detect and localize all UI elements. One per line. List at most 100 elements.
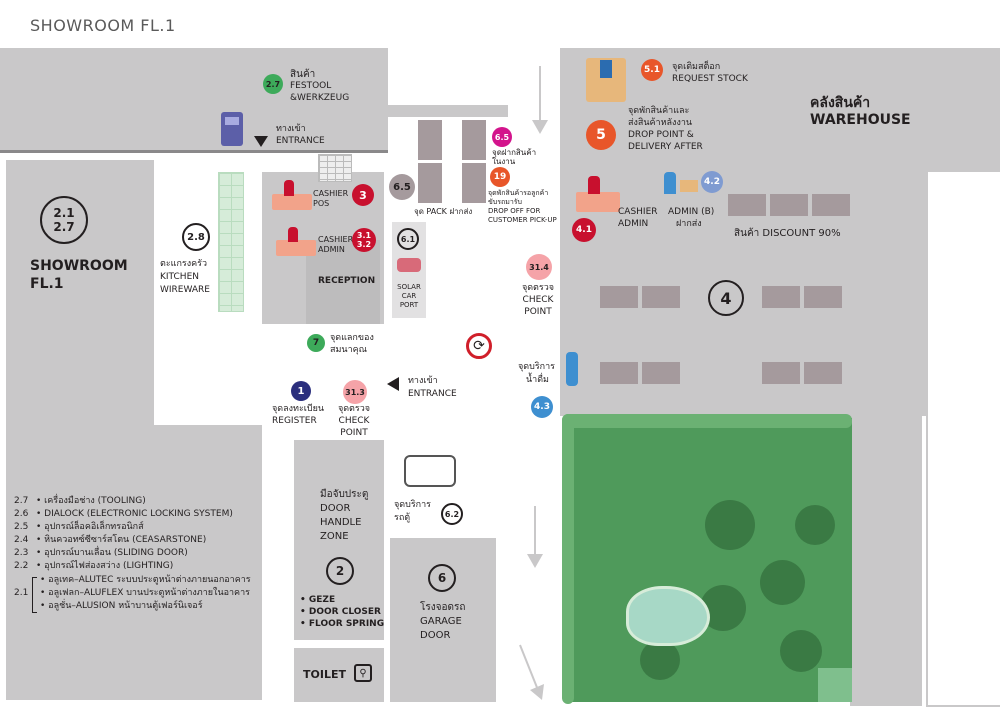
badge-6-5-dropoff: 6.5 (492, 127, 512, 147)
kitchen-rack (218, 172, 244, 312)
register-en: REGISTER (272, 416, 317, 426)
badge-1: 1 (291, 381, 311, 401)
legend-text: • DIALOCK (ELECTRONIC LOCKING SYSTEM) (36, 509, 233, 519)
showroom-name-1: SHOWROOM (30, 258, 128, 274)
cashier-admin-badge-text: 3.1 3.2 (356, 231, 372, 249)
garden-tree (705, 500, 755, 550)
entrance-top-th: ทางเข้า (276, 124, 306, 134)
van-th2: รถตู้ (394, 513, 411, 523)
legend-item: 2.3• อุปกรณ์บานเลื่อน (SLIDING DOOR) (14, 548, 188, 559)
entrance-mid-en: ENTRANCE (408, 389, 457, 399)
legend-text: • อุปกรณ์ล็อคอิเล็กทรอนิกส์ (36, 522, 144, 532)
cashier-pos-en2: POS (313, 199, 330, 208)
legend-group-item: • อลูเทค–ALUTEC ระบบประตูหน้าต่างภายนอกอ… (40, 575, 251, 585)
garden-tree (640, 640, 680, 680)
toilet-icon: ⚲ (354, 664, 372, 682)
legend-code: 2.6 (14, 509, 29, 519)
discount-slot (812, 194, 850, 216)
festool-en2: &WERKZEUG (290, 93, 350, 103)
van-th1: จุดบริการ (394, 500, 432, 510)
toilet-block (294, 648, 384, 702)
request-stock-en: REQUEST STOCK (672, 74, 748, 84)
festool-en1: FESTOOL (290, 81, 332, 91)
cashier-pos-icon (272, 194, 312, 210)
hedge-top (562, 414, 852, 428)
drop-point-th2: ส่งสินค้าหลังงาน (628, 118, 693, 128)
door-handle-en3: ZONE (320, 531, 349, 542)
cashier-person-icon (284, 180, 294, 196)
warehouse-en: WAREHOUSE (810, 112, 911, 128)
parking-slot (600, 286, 638, 308)
shelf-icon (318, 154, 352, 182)
checkpoint-right-en2: POINT (524, 307, 552, 317)
door-handle-zone (294, 440, 384, 640)
drop-point-en1: DROP POINT & (628, 130, 694, 140)
pack-slot (418, 120, 442, 160)
register-th: จุดลงทะเบียน (272, 404, 325, 414)
admin-b-th: ฝากส่ง (676, 219, 702, 229)
badge-2: 2 (326, 557, 354, 585)
checkpoint-right-th: จุดตรวจ (521, 283, 555, 293)
badge-6-5-pack: 6.5 (389, 174, 415, 200)
dropoff-pickup-en1: DROP OFF FOR (488, 207, 541, 215)
checkpoint-right-en1: CHECK (522, 295, 554, 305)
dropoff-work-th2: ในงาน (492, 157, 516, 166)
entrance-line (0, 150, 388, 153)
cashier-admin-wh-icon (576, 192, 620, 212)
legend-item: 2.4• หินควอทซ์ซีซาร์สโตน (CEASARSTONE) (14, 535, 206, 546)
showroom-codes: 2.1 2.7 (53, 206, 75, 234)
showroom-floor (6, 160, 154, 700)
checkpoint-left-en1: CHECK (338, 416, 370, 426)
entrance-mid-arrow-icon (387, 377, 399, 391)
entrance-arrow-icon (254, 136, 268, 147)
roundabout-icon: ⟳ (466, 333, 492, 359)
warehouse-right-strip (850, 416, 922, 706)
cashier-pos-en1: CASHIER (313, 189, 349, 198)
door-item: • DOOR CLOSER (300, 607, 381, 617)
cashier-wh-person-icon (588, 176, 600, 194)
badge-2-8: 2.8 (182, 223, 210, 251)
badge-6: 6 (428, 564, 456, 592)
garage-en2: DOOR (420, 630, 451, 641)
garage-en1: GARAGE (420, 616, 462, 627)
legend-code: 2.7 (14, 496, 29, 506)
badge-4-1: 4.1 (572, 218, 596, 242)
parking-slot (804, 286, 842, 308)
pack-label: จุด PACK ฝากส่ง (414, 207, 473, 216)
hedge-left (562, 414, 574, 704)
kitchen-en2: WIREWARE (160, 285, 210, 295)
parking-slot (804, 362, 842, 384)
door-item: • FLOOR SPRING (300, 619, 385, 629)
kitchen-th: ตะแกรงครัว (160, 259, 208, 269)
building-top-left (0, 48, 388, 150)
pack-slot (462, 120, 486, 160)
dropoff-pickup-en2: CUSTOMER PICK-UP (488, 216, 557, 224)
badge-4-2: 4.2 (701, 171, 723, 193)
legend-group-item: • อลูชั่น–ALUSION หน้าบานตู้เฟอร์นิเจอร์ (40, 601, 203, 611)
door-handle-en1: DOOR (320, 503, 351, 514)
badge-7: 7 (307, 334, 325, 352)
entrance-mid-th: ทางเข้า (408, 376, 438, 386)
parking-slot (642, 362, 680, 384)
badge-2-7: 2.7 (263, 74, 283, 94)
legend-bracket (32, 577, 37, 613)
legend-text: • เครื่องมือช่าง (TOOLING) (36, 496, 146, 506)
cashier-admin-person-icon (288, 227, 298, 242)
legend-code: 2.5 (14, 522, 29, 532)
door-item: • GEZE (300, 595, 336, 605)
badge-31-4: 31.4 (526, 254, 552, 280)
pack-slot (418, 163, 442, 203)
legend-text: • หินควอทซ์ซีซาร์สโตน (CEASARSTONE) (36, 535, 207, 545)
badge-4: 4 (708, 280, 744, 316)
badge-5-1: 5.1 (641, 59, 663, 81)
garden-corner (818, 668, 852, 702)
car-icon (397, 258, 421, 272)
dropoff-pickup-th2: ขับรถมารับ (488, 198, 522, 206)
legend-group-code: 2.1 (14, 588, 29, 598)
solar-en1: SOLAR (397, 283, 421, 291)
legend-item: 2.2• อุปกรณ์ไฟส่องสว่าง (LIGHTING) (14, 561, 173, 572)
badge-31-3: 31.3 (343, 380, 367, 404)
legend-item: 2.6 • DIALOCK (ELECTRONIC LOCKING SYSTEM) (14, 509, 233, 520)
door-handle-en2: HANDLE (320, 517, 362, 528)
solar-en2: CAR (401, 292, 417, 300)
